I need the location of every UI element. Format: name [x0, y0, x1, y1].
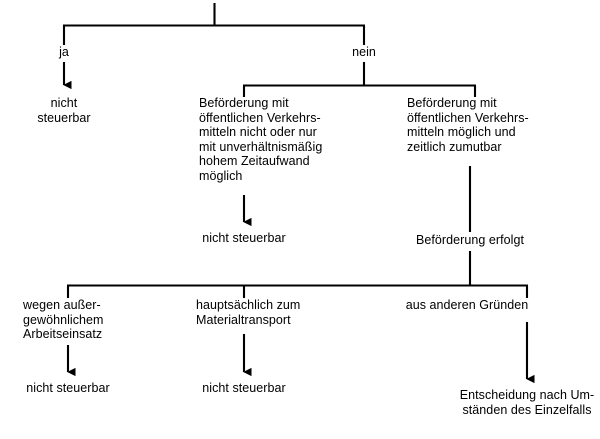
- node-befoerderung-erfolgt: Beförderung erfolgt: [416, 233, 524, 247]
- edge-label-ja: ja: [59, 45, 69, 59]
- node-oepnv-nicht-moeglich: Beförderung mit öffentlichen Verkehrs- m…: [199, 96, 323, 183]
- node-grund-arbeitseinsatz: wegen außer- gewöhnlichem Arbeitseinsatz: [23, 298, 104, 342]
- node-ja-result: nicht steuerbar: [37, 96, 91, 125]
- node-grund-andere: aus anderen Gründen: [405, 298, 529, 312]
- node-grund-arbeitseinsatz-result: nicht steuerbar: [26, 381, 110, 395]
- node-grund-andere-result: Entscheidung nach Um- ständen des Einzel…: [459, 388, 595, 417]
- node-grund-materialtransport-result: nicht steuerbar: [202, 381, 286, 395]
- edge-label-nein: nein: [352, 45, 376, 59]
- node-grund-materialtransport: hauptsächlich zum Materialtransport: [196, 298, 301, 327]
- node-oepnv-moeglich: Beförderung mit öffentlichen Verkehrs- m…: [407, 96, 529, 154]
- node-oepnv-nicht-moeglich-result: nicht steuerbar: [202, 231, 286, 245]
